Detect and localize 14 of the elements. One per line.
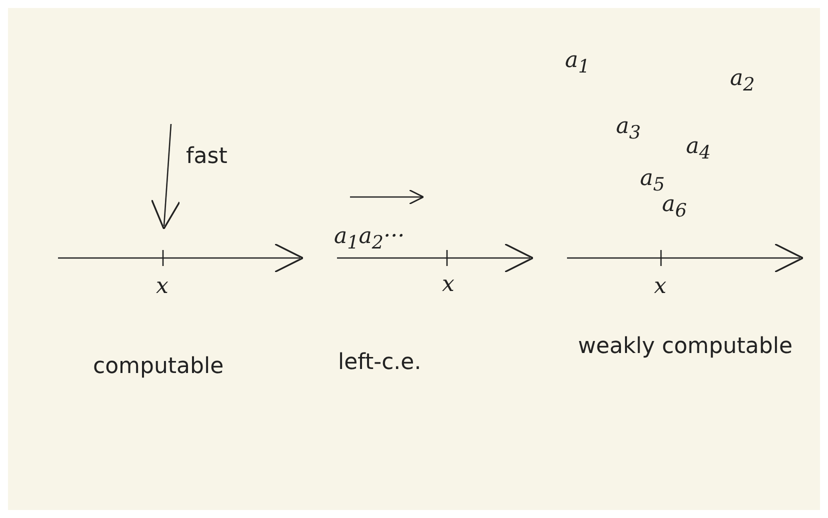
sequence-term: a$_{4}$ [686, 136, 711, 163]
variable-label: x [442, 274, 454, 296]
caption-text: left-c.e. [338, 352, 422, 374]
caption-text: computable [93, 356, 224, 378]
sequence-term: a$_{3}$ [616, 116, 641, 143]
sequence-term: a$_{1}$ [565, 50, 590, 77]
sequence-term: a$_{5}$ [640, 168, 665, 195]
sequence-term: a$_{2}$ [730, 68, 755, 95]
sequence-label: a$_{1}$a$_{2}$··· [334, 226, 405, 253]
variable-label: x [156, 276, 168, 298]
variable-label: x [654, 276, 666, 298]
caption-text: weakly computable [578, 336, 792, 358]
sequence-term: a$_{6}$ [662, 194, 687, 221]
arrow-label: fast [186, 146, 228, 168]
